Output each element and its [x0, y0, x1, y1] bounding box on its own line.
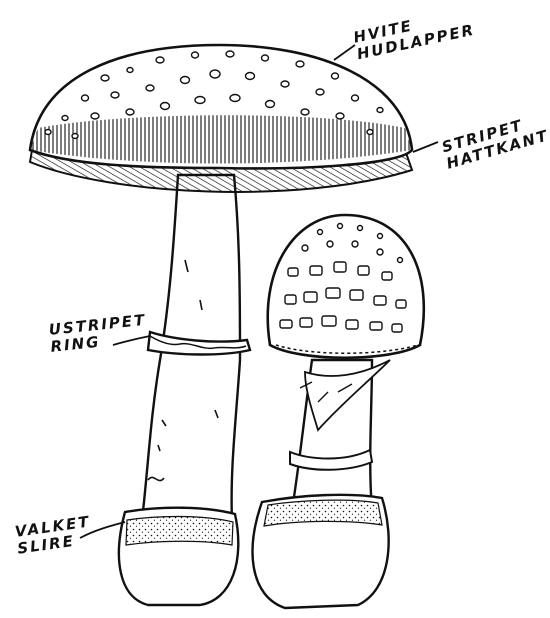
small-mushroom [253, 215, 424, 608]
striped-cap-edge [30, 115, 412, 163]
small-cap [268, 215, 424, 358]
